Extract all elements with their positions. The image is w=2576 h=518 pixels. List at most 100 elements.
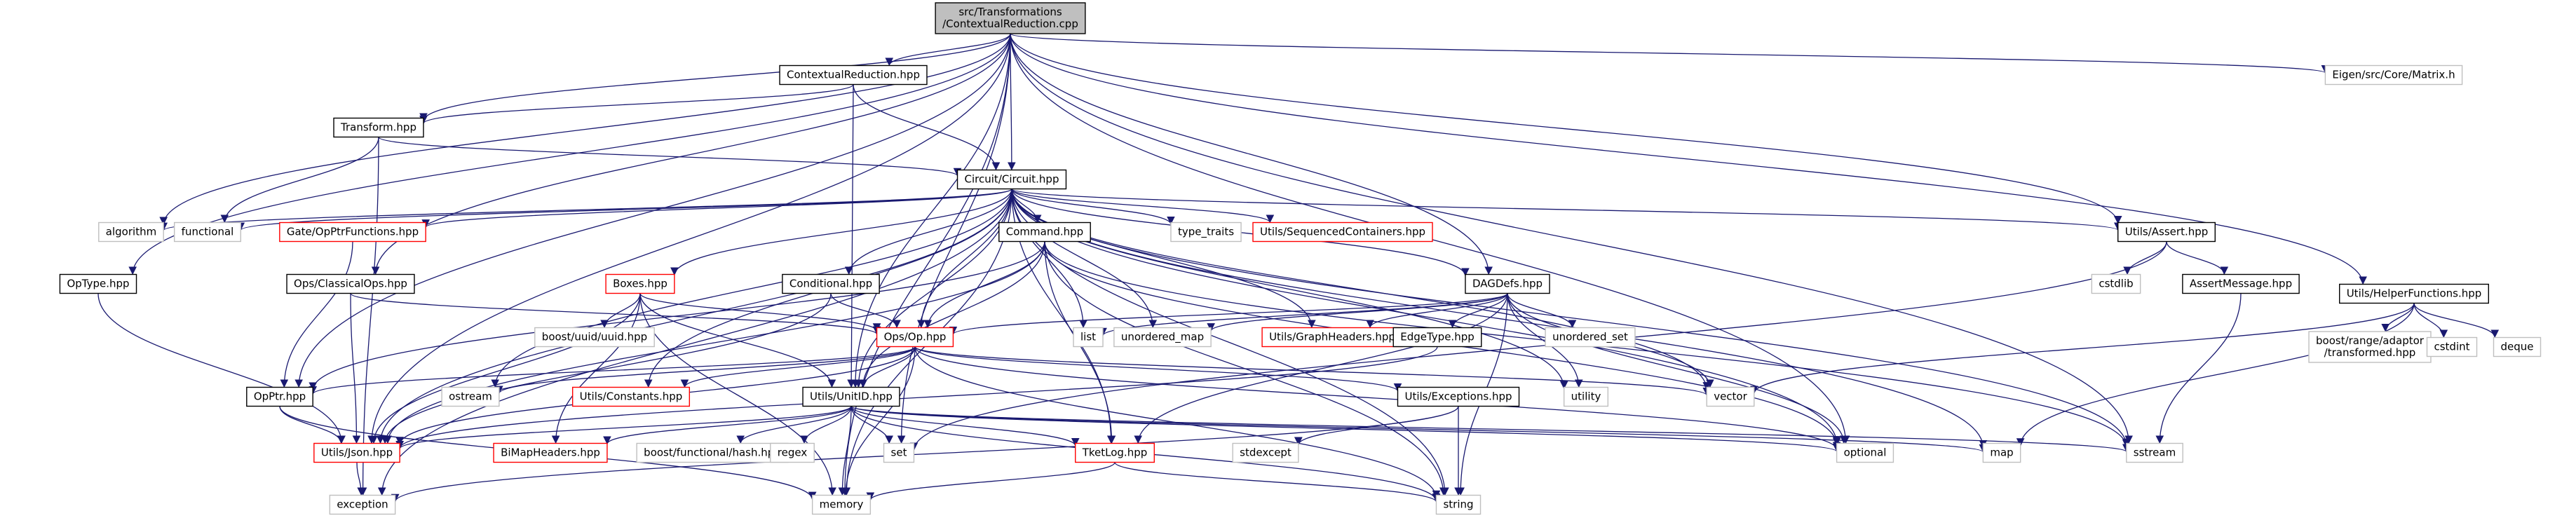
- node-box-cstdlib: [2091, 273, 2141, 294]
- edge-opsop-to-vector: [914, 346, 1711, 396]
- edge-root-to-transform: [419, 33, 1011, 122]
- node-label-ctxred: ContextualReduction.hpp: [787, 69, 920, 81]
- edge-root-to-dagdefs: [1010, 33, 1493, 275]
- node-label-utility: utility: [1571, 390, 1601, 403]
- node-label-memory: memory: [820, 498, 864, 511]
- node-stdexcept: stdexcept: [1232, 442, 1299, 463]
- node-box-assert: [2117, 221, 2216, 243]
- edge-conditional-to-json: [381, 293, 832, 444]
- node-label-unordmap: unordered_map: [1121, 331, 1204, 344]
- node-box-list: [1073, 327, 1104, 348]
- edge-opsop-to-unitid: [859, 346, 916, 388]
- node-command[interactable]: Command.hpp: [998, 221, 1091, 243]
- node-tketlog[interactable]: TketLog.hpp: [1075, 442, 1155, 463]
- edge-command-to-json: [384, 241, 1045, 444]
- node-json[interactable]: Utils/Json.hpp: [313, 442, 400, 463]
- edge-root-to-algorithm: [159, 33, 1011, 226]
- node-exceptions[interactable]: Utils/Exceptions.hpp: [1397, 386, 1520, 407]
- node-label-graphheaders: Utils/GraphHeaders.hpp: [1269, 331, 1395, 343]
- edge-dagdefs-to-utility: [1507, 293, 1583, 388]
- edge-helperfn-to-vector: [1750, 303, 2415, 394]
- node-label-tketlog: TketLog.hpp: [1082, 447, 1148, 459]
- node-label-typetraits: type_traits: [1178, 226, 1234, 239]
- node-classicalops[interactable]: Ops/ClassicalOps.hpp: [286, 273, 415, 294]
- node-label-regex: regex: [778, 447, 808, 459]
- node-box-utility: [1563, 386, 1609, 407]
- node-boostuuid: boost/uuid/uuid.hpp: [534, 327, 655, 348]
- edge-unitid-to-json: [395, 405, 852, 449]
- node-box-regex: [770, 442, 815, 463]
- edge-transform-to-functional: [220, 137, 379, 224]
- node-list: list: [1073, 327, 1104, 348]
- node-label-eigen: Eigen/src/Core/Matrix.h: [2332, 69, 2455, 81]
- node-graphheaders[interactable]: Utils/GraphHeaders.hpp: [1261, 327, 1403, 348]
- node-box-exception: [329, 494, 396, 515]
- edge-unitid-to-bimap: [603, 406, 852, 445]
- node-box-command: [998, 221, 1091, 243]
- node-edgetype[interactable]: EdgeType.hpp: [1392, 327, 1482, 348]
- node-constants[interactable]: Utils/Constants.hpp: [571, 386, 691, 407]
- edge-dagdefs-to-unordmap: [1207, 292, 1508, 332]
- node-label-gateopptr: Gate/OpPtrFunctions.hpp: [287, 226, 419, 238]
- node-opsop[interactable]: Ops/Op.hpp: [876, 327, 954, 348]
- node-label-boostrange: boost/range/adaptor: [2316, 334, 2425, 347]
- edge-dagdefs-to-graphheaders: [1366, 293, 1508, 329]
- node-box-boosthash: [636, 442, 789, 463]
- node-box-set: [883, 442, 915, 463]
- node-box-map: [1982, 442, 2021, 463]
- node-label-deque: deque: [2500, 341, 2533, 353]
- node-bimap[interactable]: BiMapHeaders.hpp: [493, 442, 608, 463]
- node-conditional[interactable]: Conditional.hpp: [782, 273, 880, 294]
- edge-json-to-exception: [356, 462, 366, 496]
- edge-unitid-to-boosthash: [736, 406, 852, 444]
- node-dagdefs[interactable]: DAGDefs.hpp: [1465, 273, 1550, 294]
- node-label-optype: OpType.hpp: [67, 278, 129, 290]
- node-exception: exception: [329, 494, 396, 515]
- edge-assert-to-set: [909, 241, 2167, 451]
- node-box-classicalops: [286, 273, 415, 294]
- edge-ctxred-to-circuit: [853, 84, 1001, 171]
- node-box-exceptions: [1397, 386, 1520, 407]
- node-helperfn[interactable]: Utils/HelperFunctions.hpp: [2339, 283, 2489, 304]
- node-label-sstream: sstream: [2134, 447, 2176, 459]
- node-seqcont[interactable]: Utils/SequencedContainers.hpp: [1252, 221, 1433, 243]
- node-box-unordset: [1545, 327, 1636, 348]
- edge-assert-to-assertmsg: [2166, 241, 2229, 275]
- edge-transform-to-exception: [358, 137, 379, 496]
- edge-opsop-to-opptr: [309, 346, 916, 395]
- edge-root-to-helperfn: [1010, 33, 2367, 285]
- header-nodes: src/Transformations/ContextualReduction.…: [59, 2, 2542, 515]
- node-label-boxes: Boxes.hpp: [613, 278, 667, 290]
- edge-root-to-ctxred: [885, 33, 1011, 67]
- node-unitid[interactable]: Utils/UnitID.hpp: [802, 386, 900, 407]
- node-functional: functional: [173, 221, 242, 243]
- node-assertmsg[interactable]: AssertMessage.hpp: [2182, 273, 2300, 294]
- node-box-dagdefs: [1465, 273, 1550, 294]
- node-ctxred[interactable]: ContextualReduction.hpp: [779, 64, 928, 86]
- node-boosthash: boost/functional/hash.hpp: [636, 442, 789, 463]
- node-label-functional: functional: [182, 226, 234, 238]
- edge-opsop-to-exceptions: [914, 346, 1402, 392]
- node-assert[interactable]: Utils/Assert.hpp: [2117, 221, 2216, 243]
- node-eigen: Eigen/src/Core/Matrix.h: [2324, 64, 2463, 86]
- node-box-bimap: [493, 442, 608, 463]
- node-circuit[interactable]: Circuit/Circuit.hpp: [956, 169, 1067, 190]
- edge-tketlog-to-string: [1114, 461, 1441, 503]
- edge-helperfn-to-map: [2016, 303, 2415, 447]
- node-label-vector: vector: [1714, 390, 1747, 403]
- node-algorithm: algorithm: [98, 221, 164, 243]
- node-root[interactable]: src/Transformations/ContextualReduction.…: [935, 2, 1086, 34]
- node-gateopptr[interactable]: Gate/OpPtrFunctions.hpp: [279, 221, 426, 243]
- edge-optype-to-json: [97, 293, 346, 444]
- node-box-opsop: [876, 327, 954, 348]
- node-transform[interactable]: Transform.hpp: [333, 117, 424, 138]
- node-boxes[interactable]: Boxes.hpp: [605, 273, 675, 294]
- node-box-root: [935, 2, 1086, 34]
- node-memory: memory: [811, 494, 872, 515]
- node-label-exceptions: Utils/Exceptions.hpp: [1404, 390, 1512, 403]
- node-optype[interactable]: OpType.hpp: [59, 273, 137, 294]
- node-label-edgetype: EdgeType.hpp: [1400, 331, 1475, 343]
- node-opptr[interactable]: OpPtr.hpp: [246, 386, 313, 407]
- node-box-vector: [1706, 386, 1755, 407]
- edge-root-to-sstream: [1010, 33, 2133, 444]
